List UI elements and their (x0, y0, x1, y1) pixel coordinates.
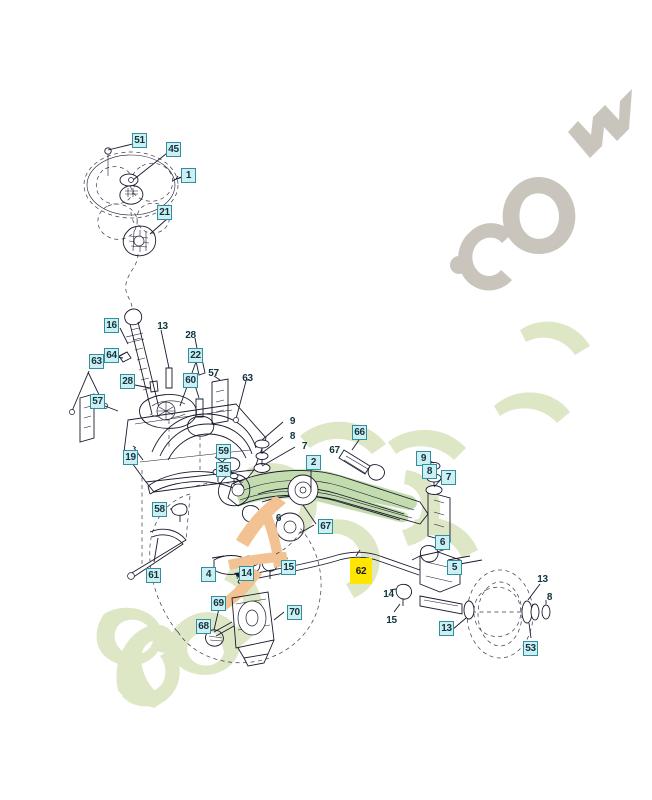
part-label-15b[interactable]: 15 (386, 615, 397, 626)
part-label-7b[interactable]: 7 (441, 470, 456, 485)
part-label-1[interactable]: 1 (181, 168, 196, 183)
part-label-53[interactable]: 53 (523, 641, 538, 656)
part-label-14b[interactable]: 14 (383, 589, 394, 600)
part-label-9a[interactable]: 9 (289, 416, 296, 427)
part-label-67b[interactable]: 67 (318, 519, 333, 534)
part-label-51[interactable]: 51 (132, 133, 147, 148)
part-label-6b[interactable]: 6 (435, 535, 450, 550)
wheel-hub-assembly (419, 569, 551, 659)
part-label-62-highlighted[interactable]: 62 (350, 558, 372, 584)
part-label-67a[interactable]: 67 (329, 445, 340, 456)
part-label-59[interactable]: 59 (216, 444, 231, 459)
part-label-13c[interactable]: 13 (439, 621, 454, 636)
part-label-63a[interactable]: 63 (89, 354, 104, 369)
part-label-66[interactable]: 66 (352, 425, 367, 440)
part-label-8b[interactable]: 8 (422, 464, 437, 479)
part-label-5[interactable]: 5 (447, 560, 462, 575)
part-label-4[interactable]: 4 (201, 567, 216, 582)
part-label-16[interactable]: 16 (104, 318, 119, 333)
part-label-2[interactable]: 2 (306, 455, 321, 470)
part-label-63b[interactable]: 63 (242, 373, 253, 384)
part-label-6a[interactable]: 6 (275, 513, 282, 524)
front-axle-assembly (217, 421, 451, 563)
part-label-28b[interactable]: 28 (120, 374, 135, 389)
part-label-28a[interactable]: 28 (185, 330, 196, 341)
part-label-13a[interactable]: 13 (157, 321, 168, 332)
part-label-7a[interactable]: 7 (301, 441, 308, 452)
part-label-60[interactable]: 60 (183, 373, 198, 388)
steering-wheel-assembly (83, 140, 187, 311)
part-label-58[interactable]: 58 (152, 502, 167, 517)
part-label-19[interactable]: 19 (123, 450, 138, 465)
part-label-70[interactable]: 70 (287, 605, 302, 620)
part-label-13b[interactable]: 13 (537, 574, 548, 585)
part-label-68[interactable]: 68 (196, 619, 211, 634)
part-label-57a[interactable]: 57 (90, 394, 105, 409)
part-label-8a[interactable]: 8 (289, 431, 296, 442)
part-label-45[interactable]: 45 (166, 142, 181, 157)
part-label-61[interactable]: 61 (146, 568, 161, 583)
part-label-22[interactable]: 22 (188, 348, 203, 363)
part-label-14a[interactable]: 14 (239, 566, 254, 581)
part-label-15a[interactable]: 15 (281, 560, 296, 575)
part-label-21[interactable]: 21 (157, 205, 172, 220)
part-label-69[interactable]: 69 (211, 596, 226, 611)
part-label-8c[interactable]: 8 (546, 592, 553, 603)
part-label-64[interactable]: 64 (104, 348, 119, 363)
part-label-35[interactable]: 35 (216, 462, 231, 477)
part-label-57b[interactable]: 57 (208, 368, 219, 379)
watermark (96, 89, 632, 708)
